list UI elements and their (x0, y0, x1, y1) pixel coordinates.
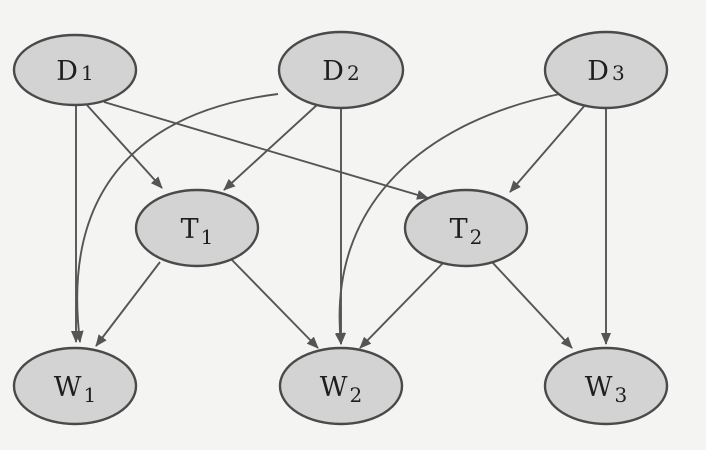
svg-text:T2: T2 (450, 214, 483, 249)
svg-text:W2: W2 (320, 372, 363, 407)
node-w3-label: W (585, 372, 613, 403)
edge-t2-w2 (359, 261, 445, 349)
node-w2-subscript: 2 (350, 383, 363, 407)
node-t2-subscript: 2 (470, 225, 483, 249)
node-d2-subscript: 2 (347, 61, 360, 85)
svg-text:D1: D1 (56, 56, 93, 87)
svg-text:T1: T1 (181, 214, 214, 249)
node-d1-subscript: 1 (81, 61, 94, 85)
node-w1-label: W (54, 372, 82, 403)
node-w3-subscript: 3 (615, 383, 628, 407)
svg-text:W1: W1 (54, 372, 97, 407)
edge-d2-w1 (73, 93, 279, 343)
svg-text:D3: D3 (587, 56, 624, 87)
svg-text:W3: W3 (585, 372, 628, 407)
edge-d3-t2 (509, 103, 587, 193)
node-d2-label: D (322, 56, 344, 87)
edge-t1-w2 (231, 259, 319, 349)
node-d3-subscript: 3 (612, 61, 625, 85)
edge-t1-w1 (95, 261, 161, 347)
edge-d3-w2 (334, 93, 561, 345)
edge-d1-t1 (85, 103, 163, 189)
edge-d1-t2 (103, 101, 429, 200)
node-d1-label: D (56, 56, 78, 87)
edge-t2-w3 (491, 261, 573, 349)
edges (71, 93, 611, 349)
node-w1-subscript: 1 (84, 383, 97, 407)
node-t1-label: T (181, 214, 199, 245)
node-t1-subscript: 1 (201, 225, 214, 249)
node-d3-label: D (587, 56, 609, 87)
node-t2-label: T (450, 214, 468, 245)
edge-d2-t1 (223, 103, 319, 191)
svg-text:D2: D2 (322, 56, 359, 87)
node-w2-label: W (320, 372, 348, 403)
